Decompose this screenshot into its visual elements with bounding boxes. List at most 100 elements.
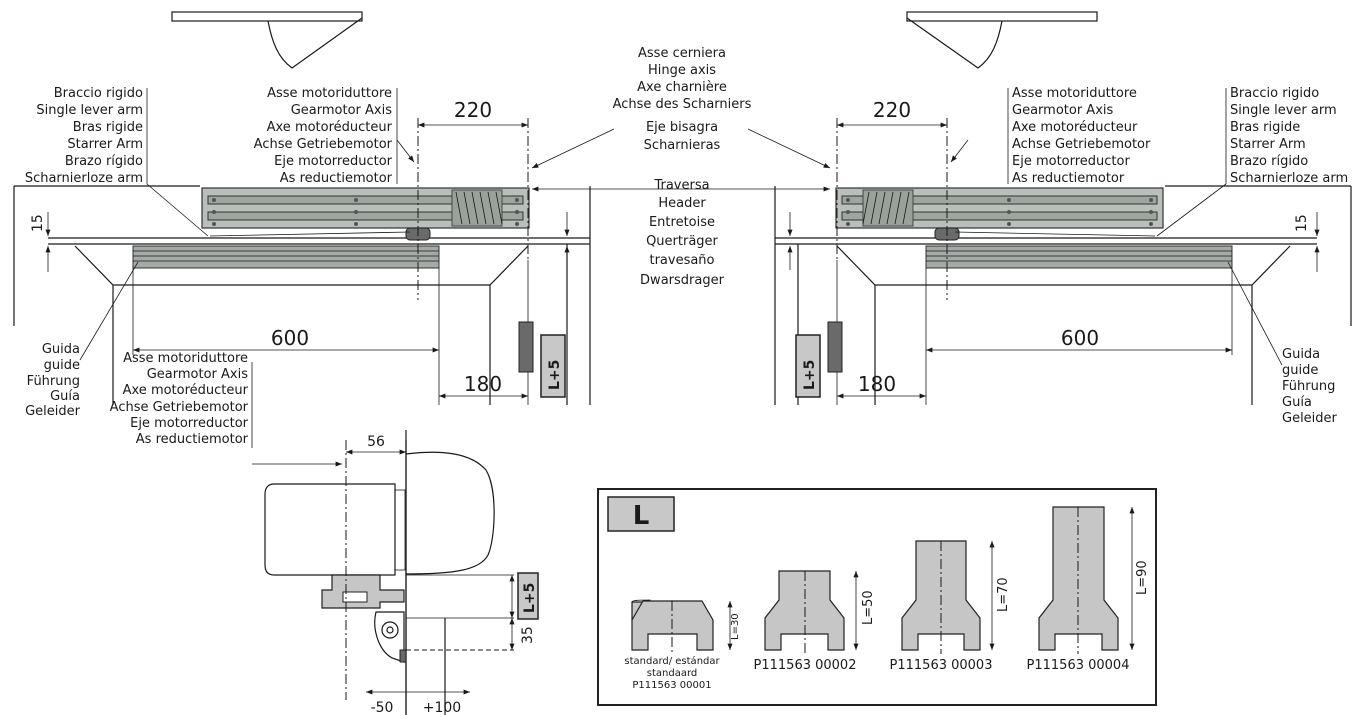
svg-text:Achse Getriebemotor: Achse Getriebemotor bbox=[1012, 137, 1151, 152]
svg-text:Hinge axis: Hinge axis bbox=[648, 63, 716, 78]
svg-text:L=50: L=50 bbox=[861, 590, 876, 625]
svg-text:As reductiemotor: As reductiemotor bbox=[136, 432, 249, 447]
dim-220-left: 220 bbox=[454, 98, 492, 122]
gearmotor-axis-label-side: Asse motoriduttore Gearmotor Axis Axe mo… bbox=[110, 351, 249, 447]
dim-600-right: 600 bbox=[1061, 326, 1099, 350]
svg-text:guide: guide bbox=[44, 358, 80, 373]
svg-text:Führung: Führung bbox=[1282, 379, 1335, 394]
hinge-axis-label: Asse cerniera Hinge axis Axe charnière A… bbox=[613, 46, 752, 153]
svg-text:L=70: L=70 bbox=[996, 577, 1011, 612]
svg-text:Gearmotor Axis: Gearmotor Axis bbox=[291, 103, 392, 118]
svg-text:standaard: standaard bbox=[647, 668, 697, 679]
svg-text:Geleider: Geleider bbox=[25, 404, 81, 419]
lever-arm-label-right: Braccio rigido Single lever arm Bras rig… bbox=[1230, 86, 1348, 186]
l-variants-box: L L=30 standard/ estándar standaard P111… bbox=[597, 488, 1157, 706]
svg-text:standard/ estándar: standard/ estándar bbox=[624, 655, 720, 667]
guide-label-right: Guida guide Führung Guía Geleider bbox=[1282, 347, 1338, 426]
svg-text:guide: guide bbox=[1282, 363, 1318, 378]
gearmotor-axis-label-left: Asse motoriduttore Gearmotor Axis Axe mo… bbox=[254, 86, 393, 186]
side-view-detail: Asse motoriduttore Gearmotor Axis Axe mo… bbox=[110, 351, 539, 715]
svg-text:P111563 00002: P111563 00002 bbox=[754, 658, 857, 673]
spring-left bbox=[451, 189, 503, 227]
svg-text:Geleider: Geleider bbox=[1282, 411, 1338, 426]
dim-plus-100: +100 bbox=[423, 700, 461, 715]
svg-text:Entretoise: Entretoise bbox=[649, 215, 715, 230]
svg-text:Single lever arm: Single lever arm bbox=[1230, 103, 1337, 118]
svg-text:Gearmotor Axis: Gearmotor Axis bbox=[1012, 103, 1113, 118]
dim-180-right: 180 bbox=[858, 372, 896, 396]
svg-text:L=30: L=30 bbox=[730, 613, 741, 640]
l-plus-5-left: L+5 bbox=[547, 360, 563, 390]
svg-text:Scharnieras: Scharnieras bbox=[644, 138, 721, 153]
dim-220-right: 220 bbox=[873, 98, 911, 122]
svg-text:Achse des Scharniers: Achse des Scharniers bbox=[613, 97, 752, 112]
left-plan-view: Braccio rigido Single lever arm Bras rig… bbox=[13, 86, 591, 419]
l-plus-5-side: L+5 bbox=[522, 583, 538, 613]
l-variant-30: L=30 standard/ estándar standaard P11156… bbox=[624, 599, 741, 691]
svg-text:P111563 00003: P111563 00003 bbox=[890, 658, 993, 673]
guide-rail-left bbox=[132, 245, 440, 269]
svg-text:Querträger: Querträger bbox=[646, 234, 718, 249]
right-plan-view: Braccio rigido Single lever arm Bras rig… bbox=[774, 86, 1352, 426]
l-variant-90: L=90 P111563 00004 bbox=[1027, 506, 1150, 673]
svg-text:Bras rigide: Bras rigide bbox=[73, 120, 143, 135]
svg-text:Führung: Führung bbox=[27, 374, 80, 389]
svg-text:Axe charnière: Axe charnière bbox=[637, 80, 727, 95]
l-box-title: L bbox=[633, 501, 650, 531]
svg-text:Achse Getriebemotor: Achse Getriebemotor bbox=[110, 400, 249, 415]
svg-text:Gearmotor Axis: Gearmotor Axis bbox=[147, 367, 248, 382]
svg-text:Axe motoréducteur: Axe motoréducteur bbox=[267, 120, 393, 135]
svg-text:Brazo rígido: Brazo rígido bbox=[1230, 154, 1308, 169]
svg-text:Eje motorreductor: Eje motorreductor bbox=[1012, 154, 1130, 169]
svg-text:Traversa: Traversa bbox=[653, 178, 709, 193]
dim-600-left: 600 bbox=[271, 326, 309, 350]
svg-text:Dwarsdrager: Dwarsdrager bbox=[640, 273, 725, 288]
svg-text:Guía: Guía bbox=[1282, 395, 1312, 410]
svg-text:Asse motoriduttore: Asse motoriduttore bbox=[1012, 86, 1137, 101]
svg-text:Scharnierloze arm: Scharnierloze arm bbox=[1230, 171, 1348, 186]
spring-right bbox=[862, 189, 914, 227]
svg-text:Axe motoréducteur: Axe motoréducteur bbox=[123, 383, 249, 398]
svg-text:P111563 00004: P111563 00004 bbox=[1027, 658, 1130, 673]
svg-text:Bras rigide: Bras rigide bbox=[1230, 120, 1300, 135]
svg-text:Header: Header bbox=[658, 196, 706, 211]
l-variant-50: L=50 P111563 00002 bbox=[754, 570, 876, 673]
svg-text:Achse Getriebemotor: Achse Getriebemotor bbox=[254, 137, 393, 152]
door-sketch-right bbox=[906, 11, 1098, 69]
svg-text:Brazo rígido: Brazo rígido bbox=[65, 154, 143, 169]
svg-text:Scharnierloze arm: Scharnierloze arm bbox=[25, 171, 143, 186]
svg-text:As reductiemotor: As reductiemotor bbox=[280, 171, 393, 186]
dim-180-left: 180 bbox=[464, 372, 502, 396]
header-label: Traversa Header Entretoise Querträger tr… bbox=[640, 178, 725, 288]
l-variant-70: L=70 P111563 00003 bbox=[890, 540, 1011, 673]
svg-text:As reductiemotor: As reductiemotor bbox=[1012, 171, 1125, 186]
dim-15-left: 15 bbox=[30, 214, 46, 232]
svg-text:Eje bisagra: Eje bisagra bbox=[646, 120, 718, 135]
svg-text:Starrer Arm: Starrer Arm bbox=[1230, 137, 1306, 152]
lever-arm-label-left: Braccio rigido Single lever arm Bras rig… bbox=[25, 86, 143, 186]
guide-label-left: Guida guide Führung Guía Geleider bbox=[25, 342, 81, 419]
svg-text:Eje motorreductor: Eje motorreductor bbox=[130, 416, 248, 431]
svg-text:P111563 00001: P111563 00001 bbox=[632, 680, 711, 691]
svg-text:Asse motoriduttore: Asse motoriduttore bbox=[267, 86, 392, 101]
gearmotor-axis-label-right: Asse motoriduttore Gearmotor Axis Axe mo… bbox=[1012, 86, 1151, 186]
svg-text:Starrer Arm: Starrer Arm bbox=[67, 137, 143, 152]
l-plus-5-right: L+5 bbox=[802, 360, 818, 390]
svg-text:L=90: L=90 bbox=[1135, 560, 1150, 595]
svg-text:Asse cerniera: Asse cerniera bbox=[638, 46, 726, 61]
svg-text:Axe motoréducteur: Axe motoréducteur bbox=[1012, 120, 1138, 135]
door-sketch-left bbox=[171, 11, 363, 69]
dim-15-right: 15 bbox=[1294, 214, 1310, 232]
svg-text:Guía: Guía bbox=[50, 389, 80, 404]
guide-rail-right bbox=[925, 245, 1233, 269]
dim-35: 35 bbox=[520, 626, 536, 644]
dim-minus-50: -50 bbox=[371, 700, 394, 715]
svg-text:travesaño: travesaño bbox=[649, 253, 714, 268]
svg-text:Eje motorreductor: Eje motorreductor bbox=[274, 154, 392, 169]
svg-text:Guida: Guida bbox=[1282, 347, 1320, 362]
svg-text:Braccio rigido: Braccio rigido bbox=[1230, 86, 1319, 101]
svg-text:Guida: Guida bbox=[42, 342, 80, 357]
svg-text:Braccio rigido: Braccio rigido bbox=[54, 86, 143, 101]
svg-text:Single lever arm: Single lever arm bbox=[36, 103, 143, 118]
